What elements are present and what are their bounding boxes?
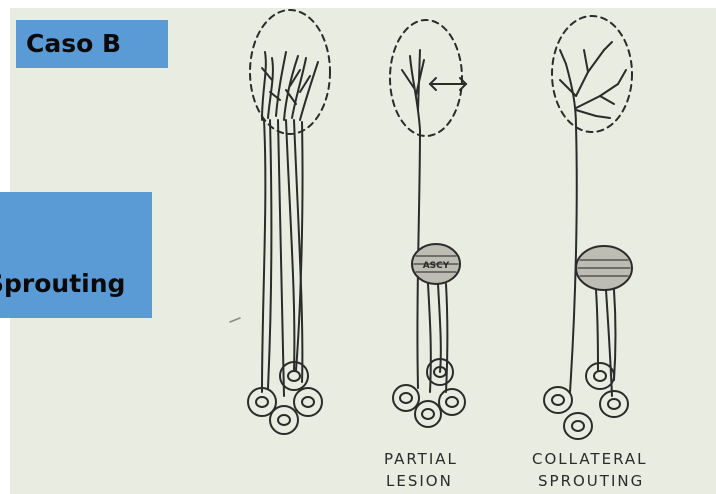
muscle-territory-outline <box>390 20 462 136</box>
panel-partial-lesion: ASCY <box>390 20 466 427</box>
spread-arrow <box>430 78 466 90</box>
caption-collateral-sprouting: COLLATERAL SPROUTING <box>532 448 648 492</box>
lesion-site: ASCY <box>412 244 460 284</box>
remaining-terminal-branches <box>402 50 424 130</box>
sprouting-terminal-branches <box>560 42 626 126</box>
collateral-axon <box>570 126 577 392</box>
panel-normal <box>248 10 330 434</box>
lesion-marker-text: ASCY <box>423 261 450 271</box>
lesion-site <box>576 246 632 290</box>
caption-line-2: LESION <box>384 470 458 492</box>
panel-collateral-sprouting <box>544 16 632 439</box>
terminal-branches <box>262 52 318 120</box>
motor-neuron-cell-bodies <box>393 359 465 427</box>
caption-line-1: COLLATERAL <box>532 448 648 470</box>
scan-mark <box>230 318 240 322</box>
caption-line-1: PARTIAL <box>384 448 458 470</box>
axon-bundle <box>262 120 303 396</box>
caption-line-2: SPROUTING <box>532 470 648 492</box>
motor-neuron-cell-bodies <box>248 362 322 434</box>
caption-partial-lesion: PARTIAL LESION <box>384 448 458 492</box>
motor-neuron-cell-bodies <box>544 363 628 439</box>
